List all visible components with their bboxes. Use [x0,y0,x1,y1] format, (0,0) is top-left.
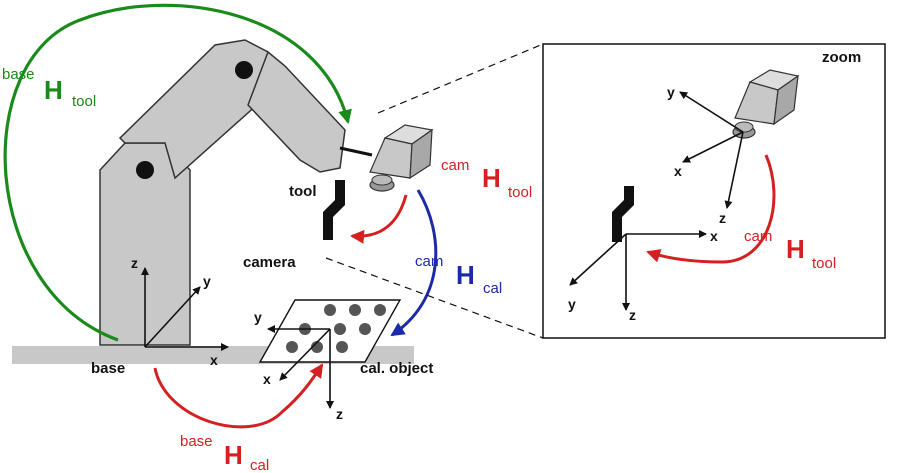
cal-object-label: cal. object [360,360,433,377]
robot-forearm [247,50,346,173]
zoom-cam-tool-arrow [646,154,776,264]
camera [369,124,434,192]
cal-x-label: x [263,371,271,387]
zoom-panel [542,43,886,339]
zoom-cam-z-label: z [719,210,726,226]
zoom-tool-y-label: y [568,296,576,312]
cam-cal-arrow [390,189,438,337]
zoom-tool-x-label: x [710,228,718,244]
zoom-camera [732,69,800,139]
base-label: base [91,360,125,377]
zoom-tool-axes [569,230,707,311]
cal-y-label: y [254,309,262,325]
base-frame-axes [141,267,229,351]
zoom-label: zoom [822,49,861,66]
camera-label: camera [243,254,296,271]
elbow-joint [235,61,253,79]
cam-tool-arrow [350,194,408,244]
tool-label: tool [289,183,317,200]
base-x-label: x [210,352,218,368]
base-z-label: z [131,255,138,271]
zoom-camera-axes [679,91,744,209]
base-y-label: y [203,273,211,289]
cal-frame-axes [267,325,334,409]
cal-z-label: z [336,406,343,422]
calibration-object [258,299,402,363]
zoom-cam-y-label: y [667,84,675,100]
camera-mount-link [339,146,373,157]
base-tool-transform: base H tool [2,66,96,110]
robot-arm [99,39,346,346]
zoom-tool-z-label: z [629,307,636,323]
zoom-cam-x-label: x [674,163,682,179]
zoom-tool-gripper [612,186,634,242]
cam-cal-transform: cam H cal [415,253,502,297]
zoom-guide-bottom [325,257,544,339]
tool-gripper [323,180,345,240]
zoom-guide-top [377,43,544,114]
base-cal-transform: base H cal [180,433,269,473]
base-tool-arrow [3,3,352,342]
base-cal-arrow [153,363,324,429]
shoulder-joint [136,161,154,179]
zoom-cam-tool-transform: cam H tool [744,228,836,272]
cam-tool-transform: cam H tool [441,157,532,201]
